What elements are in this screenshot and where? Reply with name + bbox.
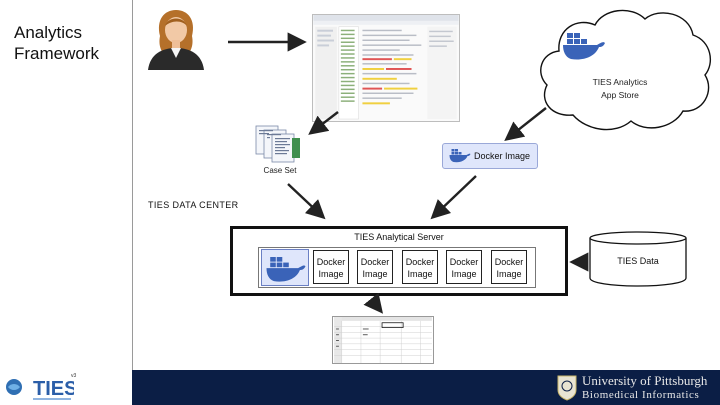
docker-container-line-2: Image	[496, 269, 522, 279]
app-store-cloud-icon	[540, 9, 712, 131]
analytics-app-screenshot	[312, 14, 460, 122]
slide-title: Analytics Framework	[14, 22, 99, 64]
docker-container-line-2: Image	[318, 269, 344, 279]
ties-logo: TIES	[33, 378, 74, 400]
docker-container-4: Docker Image	[446, 250, 482, 284]
arrow-case-set-to-server	[287, 183, 326, 220]
slide-title-line-2: Framework	[14, 44, 100, 63]
footer-band	[132, 370, 720, 405]
docker-host-tile	[261, 249, 309, 286]
docker-container-line-1: Docker	[405, 257, 435, 267]
docker-container-line-1: Docker	[360, 257, 390, 267]
app-store-label-line-2: App Store	[601, 90, 639, 100]
database-icon	[589, 231, 687, 287]
footer-left-panel: TIES v3	[0, 370, 132, 405]
docker-whale-icon	[449, 149, 471, 163]
footer: TIES v3 University of Pittsburgh Biomedi…	[0, 370, 720, 405]
document-stack-icon	[255, 125, 300, 163]
university-seal-icon	[557, 375, 577, 401]
case-set-label: Case Set	[263, 166, 297, 175]
docker-container-line-1: Docker	[449, 257, 479, 267]
ties-logo-text: TIES	[33, 378, 74, 400]
docker-container-line-1: Docker	[316, 257, 346, 267]
docker-image-node-label: Docker Image	[474, 151, 531, 161]
slide-title-line-1: Analytics	[14, 23, 83, 42]
university-name: University of Pittsburgh	[582, 373, 708, 388]
docker-whale-icon	[266, 257, 306, 282]
globe-icon	[6, 379, 22, 395]
docker-container-line-2: Image	[407, 269, 433, 279]
docker-container-5: Docker Image	[491, 250, 527, 284]
ties-version: v3	[71, 373, 77, 379]
docker-container-3: Docker Image	[402, 250, 438, 284]
docker-container-2: Docker Image	[357, 250, 393, 284]
docker-container-line-2: Image	[451, 269, 477, 279]
left-divider	[132, 0, 133, 370]
arrow-server-to-results	[363, 292, 383, 314]
docker-container-line-2: Image	[362, 269, 388, 279]
analytical-server-label: TIES Analytical Server	[354, 232, 444, 242]
arrow-docker-image-to-server	[430, 175, 477, 220]
department-name: Biomedical Informatics	[582, 389, 700, 401]
app-store-label: TIES Analytics App Store	[560, 76, 680, 102]
user-avatar-icon	[148, 10, 204, 70]
data-center-label: TIES DATA CENTER	[148, 200, 239, 210]
database-label: TIES Data	[617, 256, 659, 266]
docker-container-line-1: Docker	[494, 257, 524, 267]
docker-container-1: Docker Image	[313, 250, 349, 284]
docker-image-node: Docker Image	[442, 143, 538, 169]
results-spreadsheet-icon	[332, 316, 434, 364]
app-store-label-line-1: TIES Analytics	[592, 77, 648, 87]
